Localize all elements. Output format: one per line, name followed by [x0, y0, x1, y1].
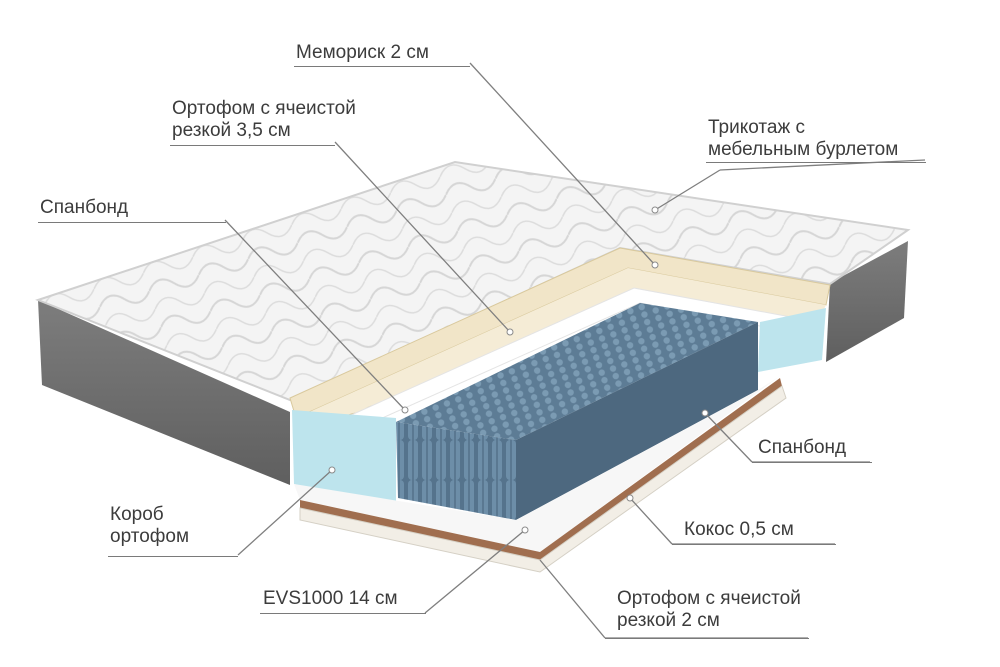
mattress-side-left — [38, 300, 290, 485]
label-orthofoam-bottom: Ортофом с ячеистой резкой 2 см — [617, 588, 801, 631]
orthofoam-top-layer — [296, 268, 826, 438]
label-spunbond-top: Спанбонд — [40, 197, 129, 218]
quilted-top-surface — [35, 160, 911, 402]
spring-block-top — [396, 303, 758, 440]
mattress-side-right — [826, 241, 908, 362]
label-memory-foam: Мемориск 2 см — [296, 42, 429, 63]
label-orthofoam-top: Ортофом с ячеистой резкой 3,5 см — [172, 98, 356, 141]
bottom-spunbond — [294, 376, 780, 552]
foam-box-right — [758, 308, 826, 372]
spring-block-side — [516, 322, 758, 520]
leader-dots — [328, 206, 709, 534]
label-springs: EVS1000 14 см — [263, 588, 398, 609]
label-spunbond-right: Спанбонд — [758, 437, 847, 458]
spring-block-front — [396, 422, 516, 520]
label-coconut: Кокос 0,5 см — [684, 519, 794, 540]
label-foam-box: Короб ортофом — [110, 504, 190, 547]
label-knit: Трикотаж с мебельным бурлетом — [708, 117, 899, 160]
